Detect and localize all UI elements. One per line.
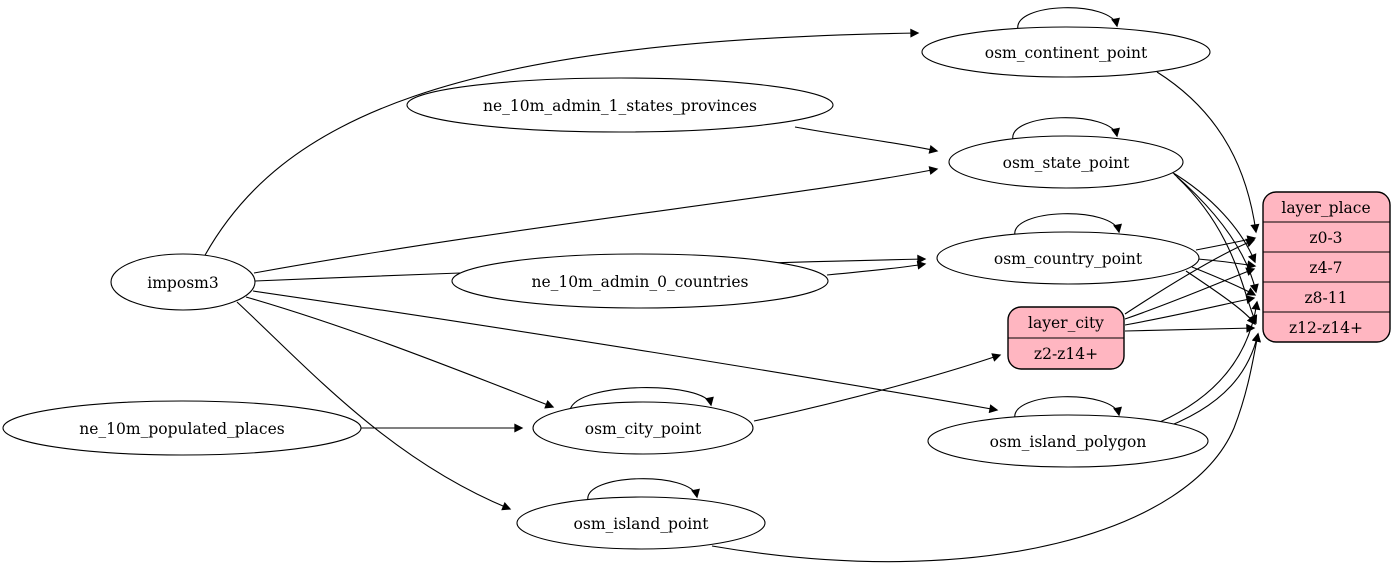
edge-osm_island_polygon-layer_place-z12-z14p	[1155, 332, 1261, 432]
osm_continent_point-ellipse	[921, 26, 1211, 78]
ne_10m_admin_1_states_provinces-ellipse	[406, 77, 834, 133]
edge-osm_country_point-layer_place-z4-7	[1197, 258, 1257, 270]
node-osm_island_polygon: osm_island_polygon	[927, 414, 1209, 468]
node-imposm3: imposm3	[110, 253, 256, 311]
edge-osm_island_point-layer_place-z12-z14p	[711, 332, 1261, 563]
edges-group	[203, 7, 1261, 563]
edge-layer_city-layer_place-z4-7	[1124, 267, 1256, 320]
node-osm_country_point: osm_country_point	[936, 231, 1200, 285]
node-osm_island_point: osm_island_point	[516, 496, 766, 550]
ne_10m_admin_0_countries-label: ne_10m_admin_0_countries	[532, 273, 749, 291]
osm_state_point-label: osm_state_point	[1003, 154, 1131, 172]
osm_island_polygon-ellipse	[927, 414, 1209, 468]
ne_10m_admin_0_countries-ellipse	[451, 253, 829, 309]
node-ne_10m_admin_1_states_provinces: ne_10m_admin_1_states_provinces	[406, 77, 834, 133]
layer_place-box	[1262, 191, 1391, 343]
edge-selfloop-osm_country_point	[1014, 213, 1122, 237]
edge-selfloop-osm_state_point	[1012, 117, 1120, 141]
edge-layer_city-layer_place-z12-z14p	[1124, 323, 1256, 333]
layer_place-row-z4-7: z4-7	[1309, 259, 1342, 277]
layer_place-row-z8-11: z8-11	[1305, 289, 1348, 307]
edge-layer_city-layer_place-z0-3	[1124, 238, 1256, 315]
edge-imposm3-osm_city_point	[245, 296, 555, 409]
layer_city-row-z2-z14p: z2-z14+	[1034, 345, 1098, 363]
edge-ne_10m_admin_1_states_provinces-osm_state_point	[794, 126, 939, 154]
record-layer_place: layer_place z0-3 z4-7 z8-11 z12-z14+	[1262, 191, 1391, 343]
osm_city_point-ellipse	[532, 401, 754, 455]
ne_10m_populated_places-ellipse	[2, 400, 362, 456]
osm_continent_point-label: osm_continent_point	[985, 44, 1148, 62]
edge-osm_continent_point-layer_place-z0-3	[1156, 71, 1260, 234]
osm_island_point-ellipse	[516, 496, 766, 550]
edge-imposm3-osm_continent_point	[203, 28, 920, 258]
edge-selfloop-osm_continent_point	[1017, 7, 1120, 31]
osm_island_polygon-label: osm_island_polygon	[990, 433, 1147, 451]
ne_10m_admin_1_states_provinces-label: ne_10m_admin_1_states_provinces	[483, 97, 757, 115]
node-ne_10m_admin_0_countries: ne_10m_admin_0_countries	[451, 253, 829, 309]
edge-imposm3-osm_island_polygon	[252, 290, 999, 414]
edge-osm_island_polygon-layer_place-z8-11	[1147, 300, 1261, 428]
edge-selfloop-osm_island_point	[587, 478, 700, 502]
node-ne_10m_populated_places: ne_10m_populated_places	[2, 400, 362, 456]
edge-osm_country_point-layer_place-z0-3	[1195, 235, 1257, 251]
edge-osm_city_point-layer_city-z2-z14p	[753, 353, 1002, 422]
layer_place-row-z12-z14p: z12-z14+	[1289, 319, 1363, 337]
node-osm_continent_point: osm_continent_point	[921, 26, 1211, 78]
edge-selfloop-osm_island_polygon	[1014, 396, 1122, 420]
edge-osm_state_point-layer_place-z8-11	[1173, 173, 1259, 294]
edge-osm_country_point-layer_place-z8-11	[1191, 266, 1257, 296]
record-layer_city: layer_city z2-z14+	[1007, 306, 1125, 370]
edge-osm_state_point-layer_place-z4-7	[1169, 170, 1257, 264]
osm_state_point-ellipse	[948, 135, 1184, 189]
layer_place-title: layer_place	[1281, 199, 1370, 217]
imposm3-ellipse	[110, 253, 256, 311]
edge-imposm3-osm_island_point	[236, 301, 512, 511]
osm_city_point-label: osm_city_point	[585, 420, 702, 438]
edge-osm_state_point-layer_place-z12-z14p	[1176, 176, 1258, 325]
node-osm_city_point: osm_city_point	[532, 401, 754, 455]
osm_country_point-label: osm_country_point	[994, 250, 1143, 268]
node-osm_state_point: osm_state_point	[948, 135, 1184, 189]
edge-selfloop-osm_city_point	[569, 387, 714, 411]
imposm3-label: imposm3	[147, 274, 218, 292]
edge-imposm3-osm_state_point	[253, 166, 939, 274]
layer_place-row-z0-3: z0-3	[1309, 229, 1342, 247]
ne_10m_populated_places-label: ne_10m_populated_places	[79, 420, 284, 438]
edge-osm_country_point-layer_place-z12-z14p	[1185, 270, 1256, 326]
edge-ne_10m_admin_0_countries-osm_country_point	[826, 260, 927, 276]
edge-layer_city-layer_place-z8-11	[1124, 295, 1256, 326]
osm_country_point-ellipse	[936, 231, 1200, 285]
layer_city-title: layer_city	[1028, 314, 1104, 332]
osm_island_point-label: osm_island_point	[574, 515, 710, 533]
